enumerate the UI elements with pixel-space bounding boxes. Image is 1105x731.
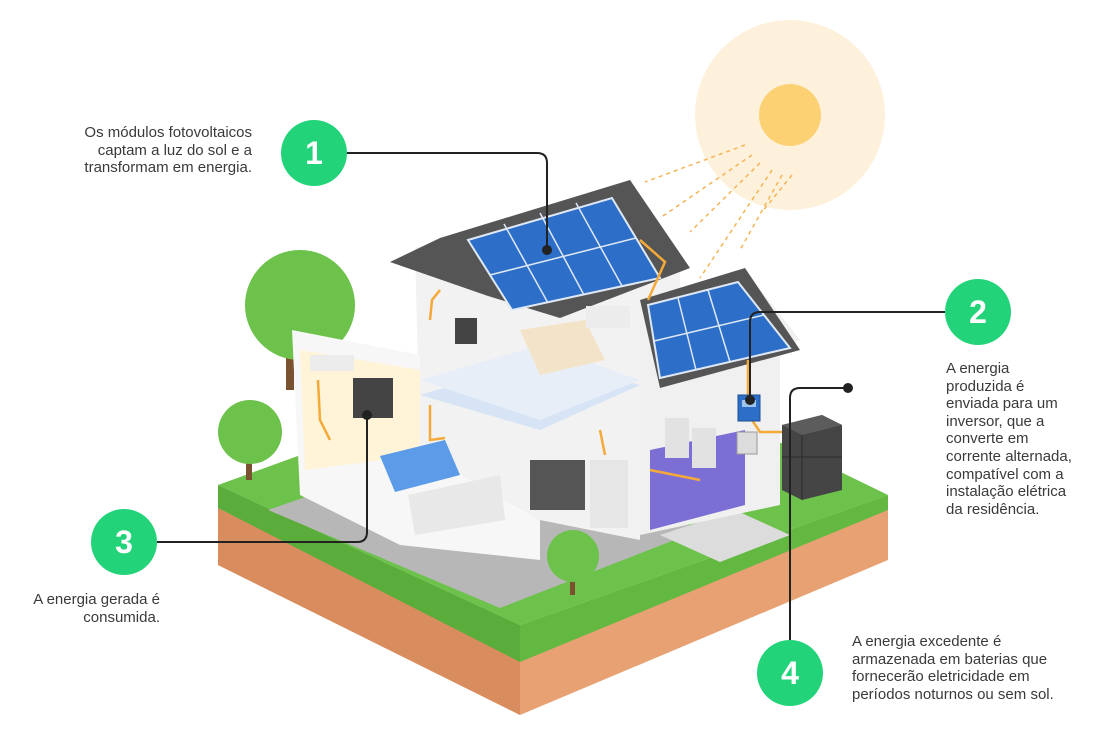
step-1-badge: 1	[281, 120, 347, 186]
leader-dot-3	[362, 410, 372, 420]
electric-wiring	[316, 239, 811, 482]
step-2-caption: A energia produzida é enviada para um in…	[946, 360, 1072, 518]
step-2-number: 2	[969, 293, 987, 330]
step-4-number: 4	[781, 654, 799, 691]
leader-dot-1	[542, 245, 552, 255]
leader-dot-4	[843, 383, 853, 393]
step-4-badge: 4	[757, 640, 823, 706]
solar-panel-icon	[466, 196, 792, 380]
step-3-badge: 3	[91, 509, 157, 575]
battery-icon	[782, 415, 842, 500]
step-2-badge: 2	[945, 279, 1011, 345]
sun-icon	[644, 20, 885, 279]
step-4-caption: A energia excedente é armazenada em bate…	[852, 633, 1054, 703]
step-1-caption: Os módulos fotovoltaicos captam a luz do…	[84, 124, 252, 177]
leader-dot-2	[745, 395, 755, 405]
tree-icon	[218, 250, 599, 595]
step-3-caption: A energia gerada é consumida.	[33, 591, 160, 626]
step-3-number: 3	[115, 523, 133, 560]
step-1-number: 1	[305, 134, 323, 171]
leader-lines	[157, 152, 945, 640]
